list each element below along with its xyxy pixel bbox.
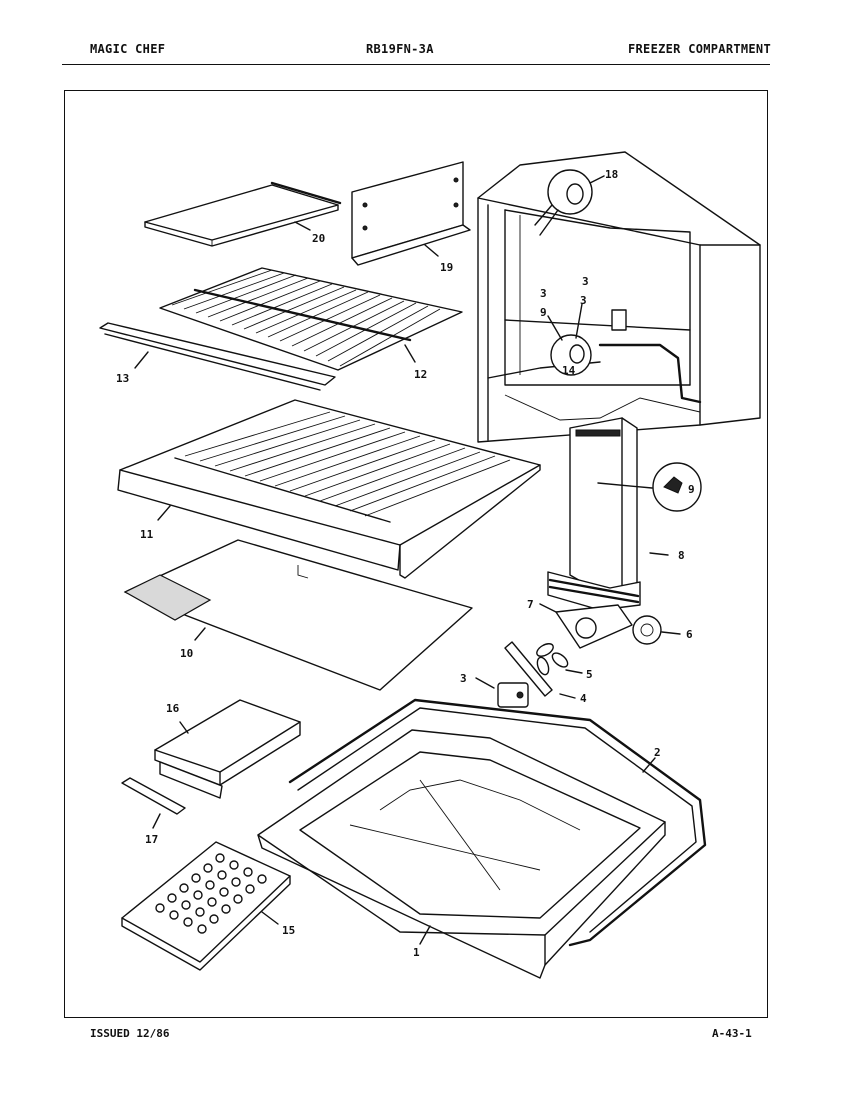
callout-1: 1 (413, 946, 420, 959)
callout-13: 13 (116, 372, 129, 385)
callout-4: 4 (580, 692, 587, 705)
part-12-wire-shelf (159, 267, 463, 371)
callout-19: 19 (440, 261, 453, 274)
callout-14: 14 (562, 364, 576, 377)
part-8-evaporator-cover (547, 417, 669, 611)
callout-8: 8 (678, 549, 685, 562)
part-4-fan-motor (475, 641, 576, 708)
cabinet-mark-1: 3 (540, 287, 547, 300)
part-9-fastener (597, 462, 702, 512)
part-14-light-socket (547, 303, 592, 376)
part-10-glass-panel (123, 539, 473, 691)
callout-15: 15 (282, 924, 295, 937)
callout-12: 12 (414, 368, 427, 381)
callout-17: 17 (145, 833, 158, 846)
part-7-fan-bracket (539, 603, 633, 649)
header-brand: MAGIC CHEF (90, 42, 166, 56)
callout-6: 6 (686, 628, 693, 641)
part-15-ice-tray (121, 841, 291, 971)
callout-9: 9 (688, 483, 695, 496)
cabinet-mark-3: 9 (540, 306, 547, 319)
part-13-shelf-rail (99, 322, 336, 391)
callout-10: 10 (180, 647, 193, 660)
footer-issued-date: ISSUED 12/86 (90, 1027, 170, 1040)
footer-page-number: A-43-1 (712, 1027, 752, 1040)
freezer-cabinet (477, 151, 761, 443)
callout-7: 7 (527, 598, 534, 611)
cabinet-mark-2: 3 (582, 275, 589, 288)
callout-5: 5 (586, 668, 593, 681)
part-19-divider-panel (351, 161, 471, 266)
callout-2: 2 (654, 746, 661, 759)
diagram-frame (64, 90, 768, 1018)
part-1-freezer-liner (257, 729, 666, 979)
cabinet-mark-4: 3 (580, 294, 587, 307)
callout-3: 3 (460, 672, 467, 685)
part-16-pan (154, 699, 301, 799)
part-17-clip (121, 777, 186, 829)
part-6-grommet (632, 615, 681, 645)
part-5-fan-blade (536, 643, 583, 676)
part-2-liner-rim (288, 698, 707, 947)
callout-11: 11 (140, 528, 154, 541)
part-20-shelf (144, 181, 342, 247)
callout-16: 16 (166, 702, 180, 715)
header-section-title: FREEZER COMPARTMENT (628, 42, 771, 56)
header-rule (62, 64, 770, 65)
callout-20: 20 (312, 232, 325, 245)
part-18-light-socket (534, 169, 605, 236)
header-model-number: RB19FN-3A (366, 42, 434, 56)
callout-18: 18 (605, 168, 618, 181)
part-11-tray-shelf (117, 399, 541, 579)
